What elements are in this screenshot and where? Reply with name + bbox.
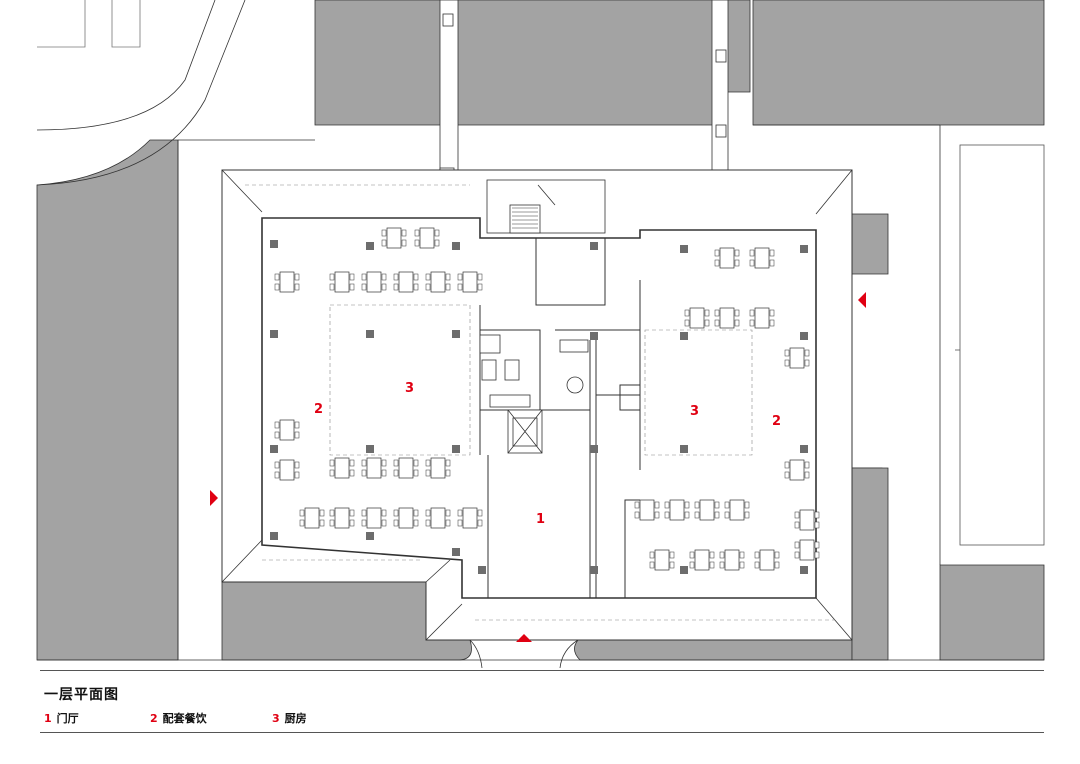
core-elevator bbox=[479, 334, 589, 454]
north-stair bbox=[486, 179, 606, 234]
caption-rule-top bbox=[40, 670, 1044, 671]
legend-item-2: 2 配套餐饮 bbox=[150, 710, 207, 726]
dining-table bbox=[754, 549, 780, 571]
room-label-lobby: 1 bbox=[536, 512, 545, 527]
dining-table bbox=[329, 457, 355, 479]
caption-rule-bottom bbox=[40, 732, 1044, 733]
dining-table bbox=[724, 499, 750, 521]
room-label-kitchen-right: 3 bbox=[690, 404, 699, 419]
columns bbox=[270, 240, 808, 574]
dining-table bbox=[749, 307, 775, 329]
dining-tables bbox=[274, 227, 820, 571]
legend-label: 厨房 bbox=[284, 712, 307, 725]
west-entrance-arrow bbox=[210, 490, 218, 506]
dining-table bbox=[457, 271, 483, 293]
dining-table bbox=[274, 459, 300, 481]
dining-table bbox=[634, 499, 660, 521]
dining-table bbox=[664, 499, 690, 521]
room-label-dining-right: 2 bbox=[772, 414, 781, 429]
dining-table bbox=[794, 509, 820, 531]
room-label-kitchen-left: 3 bbox=[405, 381, 414, 396]
dining-table bbox=[329, 271, 355, 293]
dashed-lines bbox=[245, 184, 835, 621]
dining-table bbox=[689, 549, 715, 571]
dining-table bbox=[714, 307, 740, 329]
legend-num: 3 bbox=[272, 712, 280, 725]
legend-num: 1 bbox=[44, 712, 52, 725]
legend-item-1: 1 门厅 bbox=[44, 710, 79, 726]
dining-table bbox=[425, 507, 451, 529]
dining-table bbox=[329, 507, 355, 529]
dining-table bbox=[457, 507, 483, 529]
dining-table bbox=[784, 459, 810, 481]
legend-num: 2 bbox=[150, 712, 158, 725]
dining-table bbox=[425, 457, 451, 479]
dining-table bbox=[414, 227, 440, 249]
dining-table bbox=[361, 457, 387, 479]
adjacent-building-east bbox=[955, 144, 1045, 546]
dining-table bbox=[393, 457, 419, 479]
dining-table bbox=[361, 507, 387, 529]
dining-table bbox=[714, 247, 740, 269]
dining-table bbox=[684, 307, 710, 329]
top-left-outlines bbox=[37, 0, 141, 48]
dining-table bbox=[649, 549, 675, 571]
dining-table bbox=[393, 271, 419, 293]
dining-table bbox=[784, 347, 810, 369]
dining-table bbox=[361, 271, 387, 293]
south-entrance-arrow bbox=[516, 634, 532, 642]
dining-table bbox=[381, 227, 407, 249]
dining-table bbox=[719, 549, 745, 571]
dining-table bbox=[299, 507, 325, 529]
dining-table bbox=[794, 539, 820, 561]
dining-table bbox=[425, 271, 451, 293]
dining-table bbox=[749, 247, 775, 269]
entrance-arrows bbox=[210, 292, 866, 642]
legend-label: 配套餐饮 bbox=[162, 712, 207, 725]
dining-table bbox=[393, 507, 419, 529]
legend-item-3: 3 厨房 bbox=[272, 710, 307, 726]
plan-title: 一层平面图 bbox=[44, 687, 119, 703]
east-entrance-arrow bbox=[858, 292, 866, 308]
legend-label: 门厅 bbox=[56, 712, 79, 725]
dining-table bbox=[694, 499, 720, 521]
streets bbox=[36, 0, 1044, 668]
floor-plan: 1 2 3 3 2 bbox=[36, 0, 1045, 668]
dining-table bbox=[274, 271, 300, 293]
room-labels: 1 2 3 3 2 bbox=[314, 381, 781, 527]
room-label-dining-left: 2 bbox=[314, 402, 323, 417]
dining-table bbox=[274, 419, 300, 441]
